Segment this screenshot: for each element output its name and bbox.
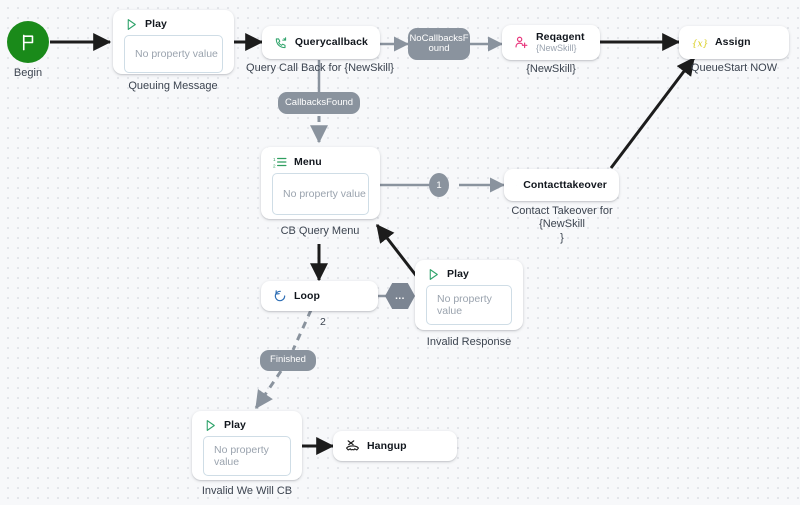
card-header: Querycallback: [262, 26, 380, 59]
edge-label-loop-count: 2: [320, 316, 326, 328]
node-title: Play: [447, 268, 469, 281]
node-assign[interactable]: {x} Assign QueueStart NOW: [679, 26, 789, 74]
node-title: Assign: [715, 36, 751, 49]
node-cb-query-menu[interactable]: 1 2 Menu No property value CB Query Menu: [261, 147, 380, 237]
card-querycallback[interactable]: Querycallback: [262, 26, 380, 59]
card-header: 1 2 Menu: [261, 147, 380, 173]
edge-label-finished[interactable]: Finished: [260, 350, 316, 371]
card-header: Play: [415, 260, 523, 285]
node-loop[interactable]: Loop: [261, 281, 378, 311]
card-header: Play: [113, 10, 234, 35]
caption-queuing-message: Queuing Message: [128, 80, 218, 92]
svg-text:2: 2: [273, 163, 276, 168]
node-title: Contacttakeover: [523, 178, 607, 191]
node-title: Loop: [294, 289, 321, 302]
card-loop[interactable]: Loop: [261, 281, 378, 311]
node-subtitle: {NewSkill}: [536, 43, 577, 54]
node-contacttakeover[interactable]: Contacttakeover Contact Takeover for {Ne…: [504, 169, 619, 244]
card-contacttakeover[interactable]: Contacttakeover: [504, 169, 619, 201]
menu-list-icon: 1 2: [273, 157, 287, 168]
request-agent-icon: [515, 36, 528, 49]
property-field[interactable]: No property value: [426, 285, 512, 325]
title-block: Reqagent {NewSkill}: [536, 31, 585, 53]
caption-begin: Begin: [13, 67, 43, 79]
edge-label-loop-ellipsis[interactable]: ...: [385, 283, 415, 309]
edge-finished-to-invalid-we-will-cb: [254, 370, 283, 409]
node-querycallback[interactable]: Querycallback Query Call Back for {NewSk…: [246, 26, 394, 74]
svg-text:{x}: {x}: [692, 39, 708, 49]
caption-invalid-response: Invalid Response: [426, 336, 512, 348]
card-header: Contacttakeover: [504, 169, 619, 201]
card-queuing-message[interactable]: Play No property value: [113, 10, 234, 74]
caption-assign: QueueStart NOW: [690, 62, 778, 74]
assign-variable-icon: {x}: [692, 39, 708, 49]
flag-icon: [22, 34, 33, 50]
card-header: Loop: [261, 281, 378, 311]
node-begin[interactable]: Begin: [7, 21, 49, 79]
card-cb-query-menu[interactable]: 1 2 Menu No property value: [261, 147, 380, 219]
caption-reqagent: {NewSkill}: [526, 63, 576, 75]
edge-label-text: CallbacksFound: [284, 96, 354, 108]
loop-icon: [274, 290, 286, 302]
property-placeholder: No property value: [437, 293, 492, 317]
edge-label-text: Finished: [270, 354, 306, 366]
card-header: Play: [192, 411, 302, 436]
edge-label-menu-branch-one[interactable]: 1: [429, 173, 449, 197]
node-invalid-response[interactable]: Play No property value Invalid Response: [415, 260, 523, 348]
caption-contacttakeover: Contact Takeover for {NewSkill }: [511, 205, 613, 244]
property-placeholder: No property value: [135, 48, 218, 60]
card-invalid-we-will-cb[interactable]: Play No property value: [192, 411, 302, 480]
play-icon: [206, 420, 215, 431]
property-field[interactable]: No property value: [203, 436, 291, 476]
edge-label-text: NoCallbacksF ound: [409, 32, 469, 54]
card-hangup[interactable]: Hangup: [333, 431, 457, 461]
card-header: Reqagent {NewSkill}: [502, 25, 600, 60]
card-invalid-response[interactable]: Play No property value: [415, 260, 523, 330]
hangup-icon: [346, 439, 359, 450]
node-queuing-message[interactable]: Play No property value Queuing Message: [113, 10, 234, 92]
node-title: Querycallback: [294, 36, 368, 49]
node-invalid-we-will-cb[interactable]: Play No property value Invalid We Will C…: [192, 411, 302, 497]
property-field[interactable]: No property value: [124, 35, 223, 73]
node-title: Play: [145, 18, 167, 31]
play-icon: [429, 269, 438, 280]
edge-label-callbacks-found[interactable]: CallbacksFound: [278, 92, 360, 114]
property-placeholder: No property value: [283, 188, 366, 200]
edge-label-text: ...: [395, 290, 405, 302]
svg-text:1: 1: [273, 157, 276, 162]
edge-loop-to-finished: [291, 309, 313, 351]
play-icon: [127, 19, 136, 30]
caption-querycallback: Query Call Back for {NewSkill}: [246, 62, 394, 74]
edge-label-text: 1: [436, 179, 442, 191]
caption-invalid-we-will-cb: Invalid We Will CB: [201, 485, 293, 497]
node-title: Reqagent: [536, 31, 585, 44]
card-header: Hangup: [333, 431, 457, 461]
node-reqagent[interactable]: Reqagent {NewSkill} {NewSkill}: [502, 25, 600, 75]
node-title: Play: [224, 419, 246, 432]
property-field[interactable]: No property value: [272, 173, 369, 215]
begin-circle[interactable]: [7, 21, 49, 63]
caption-cb-query-menu: CB Query Menu: [280, 225, 360, 237]
card-assign[interactable]: {x} Assign: [679, 26, 789, 59]
property-placeholder: No property value: [214, 444, 269, 468]
node-title: Hangup: [367, 439, 407, 452]
phone-callback-icon: [275, 36, 287, 48]
edge-label-no-callbacks-found[interactable]: NoCallbacksF ound: [408, 28, 470, 60]
card-reqagent[interactable]: Reqagent {NewSkill}: [502, 25, 600, 60]
node-title: Menu: [294, 155, 322, 168]
node-hangup[interactable]: Hangup: [333, 431, 457, 461]
card-header: {x} Assign: [679, 26, 789, 59]
